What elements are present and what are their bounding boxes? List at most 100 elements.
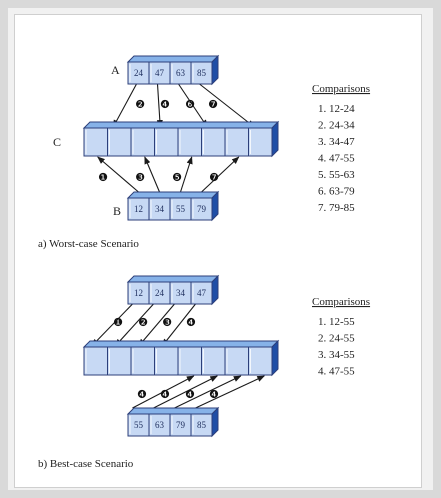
worst-b-cell-value: 12 bbox=[134, 204, 143, 214]
worst-a-cell: 63 bbox=[169, 61, 192, 85]
best-step-badge-label: ❹ bbox=[185, 388, 195, 401]
best-top-cell-value: 47 bbox=[197, 288, 207, 298]
best-bottom-cell-value: 55 bbox=[134, 420, 144, 430]
worst-step-badge: ❷ bbox=[135, 98, 145, 111]
worst-a-top-face bbox=[126, 55, 220, 63]
best-bottom-cell-value: 79 bbox=[176, 420, 186, 430]
worst-step-badge: ❶ bbox=[98, 171, 108, 184]
array-a-label: A bbox=[111, 63, 120, 77]
worst-a-cell: 85 bbox=[190, 61, 213, 85]
array-b-label: B bbox=[113, 204, 121, 218]
worst-merged-cell bbox=[107, 127, 132, 157]
worst-a-cell-value: 85 bbox=[197, 68, 207, 78]
worst-merged-cell-box bbox=[201, 127, 226, 157]
best-comparison-item: 1. 12-55 bbox=[318, 316, 355, 328]
worst-merged-cell bbox=[224, 127, 249, 157]
best-step-badge-label: ❸ bbox=[162, 316, 172, 329]
worst-step-badge: ❼ bbox=[208, 98, 218, 111]
worst-comparison-item: 1. 12-24 bbox=[318, 103, 355, 115]
worst-arrow-up bbox=[97, 156, 139, 193]
best-bottom-top-face bbox=[126, 407, 220, 415]
best-merged-cell-box bbox=[83, 346, 108, 376]
worst-comparisons-title: Comparisons bbox=[312, 83, 370, 95]
best-bottom-cell: 85 bbox=[190, 413, 213, 437]
best-step-badge-label: ❹ bbox=[160, 388, 170, 401]
worst-comparison-item: 2. 24-34 bbox=[318, 120, 355, 132]
best-merged-side-face bbox=[271, 339, 279, 377]
best-arrow-up bbox=[195, 375, 265, 409]
best-step-badge: ❹ bbox=[186, 316, 196, 329]
worst-merged-cell bbox=[154, 127, 179, 157]
worst-step-badge: ❺ bbox=[172, 171, 182, 184]
best-top-cell-box bbox=[190, 281, 213, 305]
best-step-badge: ❹ bbox=[185, 388, 195, 401]
best-arrow-up bbox=[132, 375, 195, 409]
best-step-badge: ❹ bbox=[209, 388, 219, 401]
best-merged-cell-box bbox=[201, 346, 226, 376]
best-merged-cell bbox=[224, 346, 249, 376]
best-step-badge: ❹ bbox=[137, 388, 147, 401]
worst-comparisons-list: 1. 12-24 2. 24-34 3. 34-47 4. 47-55 5. 55-63… bbox=[318, 103, 355, 214]
best-merged-cell-box bbox=[224, 346, 249, 376]
best-comparisons-list: 1. 12-55 2. 24-55 3. 34-55 4. 47-55 bbox=[318, 316, 355, 378]
best-step-badge-label: ❷ bbox=[138, 316, 148, 329]
best-merged-cell bbox=[130, 346, 155, 376]
worst-merged-cell bbox=[201, 127, 226, 157]
best-merged-array bbox=[82, 339, 280, 377]
best-comparison-item: 3. 34-55 bbox=[318, 349, 355, 361]
best-arrow-up bbox=[153, 375, 218, 409]
worst-array-a: 24 47 63 85 bbox=[126, 54, 220, 86]
worst-merged-cell bbox=[130, 127, 155, 157]
best-step-badge: ❹ bbox=[160, 388, 170, 401]
worst-arrow-down bbox=[156, 83, 163, 128]
worst-comparison-item: 6. 63-79 bbox=[318, 186, 355, 198]
worst-merged-cell-box bbox=[177, 127, 202, 157]
best-step-badge-label: ❹ bbox=[186, 316, 196, 329]
worst-arrow-up bbox=[144, 156, 161, 193]
worst-merged-cell-box bbox=[107, 127, 132, 157]
best-bottom-cell: 55 bbox=[127, 413, 150, 437]
best-merged-cell bbox=[201, 346, 226, 376]
best-step-badge-label: ❶ bbox=[113, 316, 123, 329]
worst-b-cell-value: 34 bbox=[155, 204, 165, 214]
worst-merged-cell bbox=[177, 127, 202, 157]
worst-step-badge: ❹ bbox=[160, 98, 170, 111]
worst-merged-cell-box bbox=[224, 127, 249, 157]
worst-b-top-face bbox=[126, 191, 220, 199]
best-arrow-down bbox=[161, 303, 196, 347]
worst-merged-cell bbox=[83, 127, 108, 157]
array-c-label: C bbox=[53, 135, 61, 149]
worst-step-badge-label: ❷ bbox=[135, 98, 145, 111]
best-arrow-down bbox=[114, 303, 154, 347]
best-case-arrows bbox=[91, 303, 265, 409]
worst-a-cell-value: 47 bbox=[155, 68, 165, 78]
best-top-cell: 47 bbox=[190, 281, 213, 305]
worst-b-cell-box bbox=[190, 197, 213, 221]
best-comparison-item: 4. 47-55 bbox=[318, 366, 355, 378]
best-merged-cell-box bbox=[107, 346, 132, 376]
best-merged-cell-box bbox=[177, 346, 202, 376]
best-comparison-item: 2. 24-55 bbox=[318, 333, 355, 345]
best-merged-cell bbox=[107, 346, 132, 376]
best-merged-cell bbox=[154, 346, 179, 376]
worst-arrow-down bbox=[178, 83, 208, 128]
worst-arrow-down bbox=[199, 83, 255, 128]
worst-comparison-item: 5. 55-63 bbox=[318, 169, 355, 181]
best-top-cell: 34 bbox=[169, 281, 192, 305]
best-merged-cell bbox=[83, 346, 108, 376]
best-bottom-cell: 63 bbox=[148, 413, 171, 437]
worst-comparison-item: 4. 47-55 bbox=[318, 153, 355, 165]
best-step-badge-label: ❹ bbox=[209, 388, 219, 401]
worst-comparison-item: 3. 34-47 bbox=[318, 136, 355, 148]
best-arrow-down bbox=[138, 303, 175, 347]
worst-case-caption: a) Worst-case Scenario bbox=[38, 238, 139, 250]
worst-step-badge-label: ❻ bbox=[185, 98, 195, 111]
worst-merged-cell-box bbox=[154, 127, 179, 157]
worst-a-cell-value: 24 bbox=[134, 68, 144, 78]
worst-step-badge-label: ❼ bbox=[209, 171, 219, 184]
best-merged-cell bbox=[248, 346, 273, 376]
